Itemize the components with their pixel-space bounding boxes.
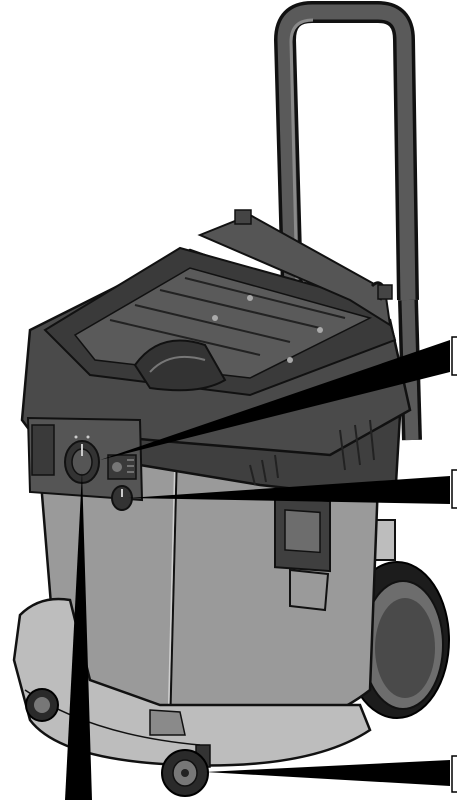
- callout-mode-switch: [128, 476, 450, 504]
- callout-brackets: [451, 336, 457, 793]
- control-panel: [26, 416, 144, 511]
- callout-lines: [65, 340, 450, 800]
- castor-wheel-left: [25, 688, 59, 722]
- callout-castor-wheel: [205, 760, 450, 786]
- motor-head: [20, 209, 412, 502]
- castor-wheel: [161, 744, 211, 797]
- callout-suction-port: [65, 472, 92, 800]
- suction-power-dial: [64, 440, 100, 484]
- callout-control-panel: [100, 340, 450, 460]
